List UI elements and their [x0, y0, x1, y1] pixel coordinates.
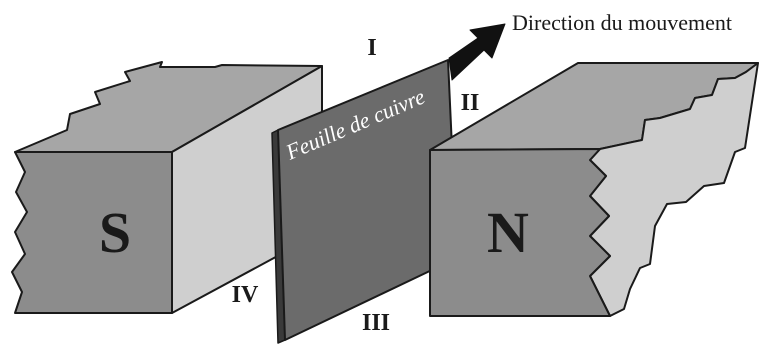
north-magnet-front-face	[429, 148, 611, 317]
north-magnet: N	[429, 62, 759, 317]
direction-arrow-shape	[448, 23, 506, 81]
direction-label: Direction du mouvement	[512, 10, 732, 35]
direction-arrow	[448, 23, 506, 81]
region-label-top: I	[367, 35, 376, 61]
south-magnet-top-face	[14, 61, 323, 153]
south-pole-label: S	[99, 200, 131, 265]
copper-sheet: Feuille de cuivre	[271, 59, 458, 344]
north-pole-label: N	[487, 200, 529, 265]
region-label-right: II	[461, 90, 480, 116]
region-label-bottom: III	[362, 310, 390, 336]
region-label-left: IV	[232, 282, 259, 308]
south-magnet-front-face	[11, 151, 173, 314]
